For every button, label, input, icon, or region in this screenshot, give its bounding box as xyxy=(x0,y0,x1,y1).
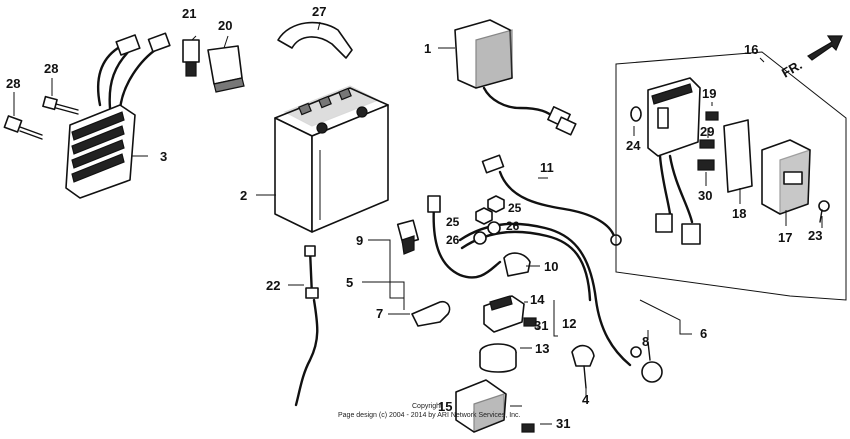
battery-band-27[interactable] xyxy=(277,21,353,59)
nut-25-left[interactable] xyxy=(475,207,493,225)
callout-26-right: 26 xyxy=(506,219,520,233)
breather-tube-22[interactable] xyxy=(294,245,319,407)
callout-1: 1 xyxy=(424,41,431,56)
callout-19: 19 xyxy=(702,86,716,101)
starter-relay-14[interactable] xyxy=(483,295,525,333)
relay-20[interactable] xyxy=(207,45,245,93)
fuse-box-cover-17[interactable] xyxy=(761,139,811,215)
terminal-boot-8[interactable] xyxy=(641,341,663,383)
battery-2[interactable] xyxy=(274,85,389,233)
connector-21[interactable] xyxy=(182,39,200,77)
callout-18: 18 xyxy=(732,206,746,221)
callout-11: 11 xyxy=(540,160,554,175)
callout-14: 14 xyxy=(530,292,545,307)
callout-21: 21 xyxy=(182,6,196,21)
screw-23[interactable] xyxy=(818,200,830,223)
front-direction-arrow-icon xyxy=(807,35,843,61)
callout-12: 12 xyxy=(562,316,576,331)
nut-25-right[interactable] xyxy=(487,195,505,213)
battery-cable-6[interactable] xyxy=(458,222,642,367)
callout-28-right: 28 xyxy=(44,61,58,76)
copyright-line-2: Page design (c) 2004 - 2014 by ARI Netwo… xyxy=(338,412,521,419)
terminal-cover-7[interactable] xyxy=(411,300,451,327)
cable-4[interactable] xyxy=(571,344,595,389)
fuse-box-harness[interactable] xyxy=(647,77,701,245)
callout-24: 24 xyxy=(626,138,641,153)
terminal-cover-10[interactable] xyxy=(503,252,531,277)
callout-13: 13 xyxy=(535,341,549,356)
fuse-30[interactable] xyxy=(697,159,715,171)
regulator-rectifier[interactable] xyxy=(65,32,171,199)
callout-2: 2 xyxy=(240,188,247,203)
fuse-box-panel-16 xyxy=(615,51,847,301)
callout-31-lower: 31 xyxy=(556,416,570,431)
callout-15: 15 xyxy=(438,399,452,414)
relay-15[interactable] xyxy=(455,379,507,433)
leader-lines xyxy=(13,21,823,425)
bolt-26-left[interactable] xyxy=(473,231,487,245)
label-18[interactable] xyxy=(723,119,753,193)
copyright-line-1: Copyright xyxy=(412,403,442,410)
relay-cover-13[interactable] xyxy=(479,343,517,373)
callout-7: 7 xyxy=(376,306,383,321)
starter-cable-5[interactable] xyxy=(396,195,502,279)
callout-5: 5 xyxy=(346,275,353,290)
callout-10: 10 xyxy=(544,259,558,274)
callout-25-left: 25 xyxy=(446,215,460,229)
callout-25-right: 25 xyxy=(508,201,522,215)
callout-9: 9 xyxy=(356,233,363,248)
callout-17: 17 xyxy=(778,230,792,245)
callout-20: 20 xyxy=(218,18,232,33)
callout-30: 30 xyxy=(698,188,712,203)
fuse-31-lower[interactable] xyxy=(521,423,535,433)
bolt-28-upper[interactable] xyxy=(42,95,79,115)
callout-16: 16 xyxy=(744,42,758,57)
direction-label: FR. xyxy=(779,57,805,80)
cdi-unit-1[interactable] xyxy=(454,19,577,136)
callout-3: 3 xyxy=(160,149,167,164)
callout-8: 8 xyxy=(642,334,649,349)
callout-27: 27 xyxy=(312,4,326,19)
callout-28-left: 28 xyxy=(6,76,20,91)
callout-29: 29 xyxy=(700,124,714,139)
bolt-26-right[interactable] xyxy=(487,221,501,235)
fuse-29[interactable] xyxy=(699,139,715,149)
fuse-19[interactable] xyxy=(705,111,719,121)
callout-26-left: 26 xyxy=(446,233,460,247)
ground-cable-11[interactable] xyxy=(481,154,622,246)
callout-22: 22 xyxy=(266,278,280,293)
bolt-28-lower[interactable] xyxy=(3,115,43,140)
callout-23: 23 xyxy=(808,228,822,243)
callout-6: 6 xyxy=(700,326,707,341)
fuse-31-upper[interactable] xyxy=(523,317,537,327)
callout-31-upper: 31 xyxy=(534,318,548,333)
washer-24[interactable] xyxy=(630,106,642,122)
callout-4: 4 xyxy=(582,392,590,407)
